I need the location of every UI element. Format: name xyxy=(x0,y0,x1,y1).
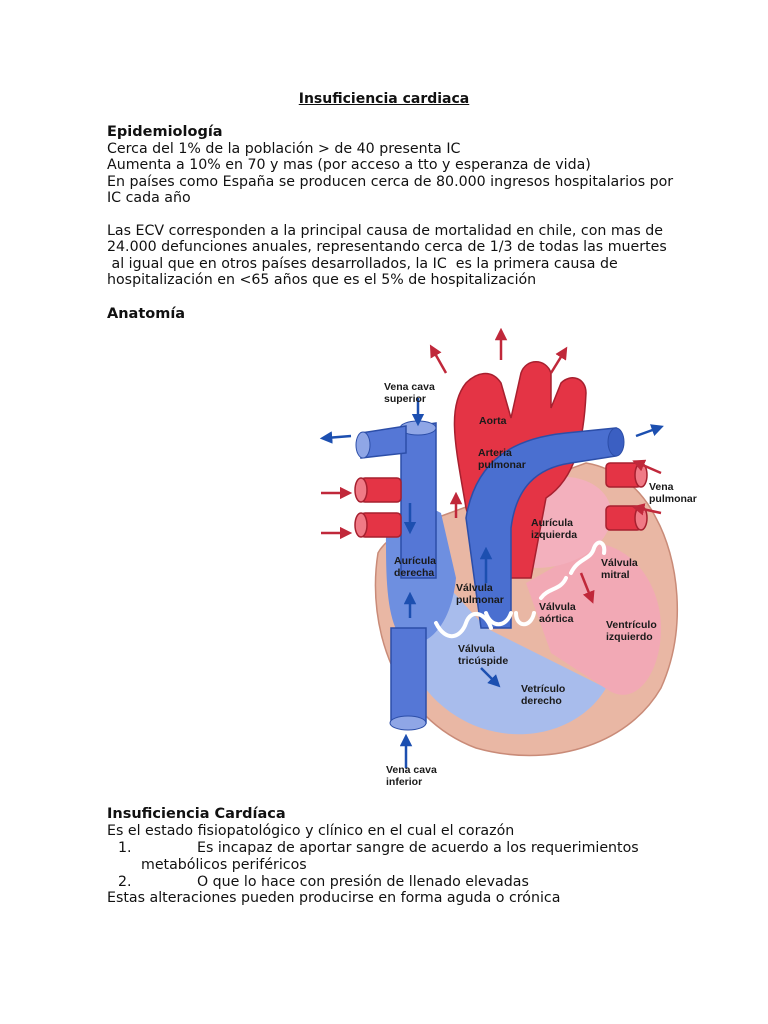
label-aorta: Aorta xyxy=(479,415,507,427)
ic-outro: Estas alteraciones pueden producirse en … xyxy=(107,890,561,906)
label-vena-cava-superior-2: superior xyxy=(384,393,426,405)
heart-illustration: Vena cava superior Aorta Arteria pulmona… xyxy=(319,327,697,788)
label-vena-pulmonar: Vena xyxy=(649,481,674,493)
label-vena-cava-superior: Vena cava xyxy=(384,381,435,393)
text-line: 24.000 defunciones anuales, representand… xyxy=(107,239,667,256)
label-valvula-tricuspide: Válvula xyxy=(458,643,495,655)
epidemiologia-paragraph-1: Cerca del 1% de la población > de 40 pre… xyxy=(107,141,674,206)
label-valvula-tricuspide-2: tricúspide xyxy=(458,655,508,667)
text-line: Las ECV corresponden a la principal caus… xyxy=(107,223,664,239)
inferior-vena-cava xyxy=(390,627,427,724)
list-number-2: 2. xyxy=(118,874,132,890)
section-heading-anatomia: Anatomía xyxy=(107,306,186,322)
label-valvula-aortica: Válvula xyxy=(539,601,576,613)
list-number-1: 1. xyxy=(118,840,132,856)
list-item-1-continuation: metabólicos periféricos xyxy=(141,857,307,873)
text-line: IC cada año xyxy=(107,189,191,206)
text-line: En países como España se producen cerca … xyxy=(107,173,674,190)
pulmonary-veins-right xyxy=(605,462,648,531)
list-item-1-text: Es incapaz de aportar sangre de acuerdo … xyxy=(197,840,639,856)
label-auricula-derecha-2: derecha xyxy=(394,567,434,579)
list-item-2-text: O que lo hace con presión de llenado ele… xyxy=(197,874,529,890)
section-heading-insuficiencia-cardiaca: Insuficiencia Cardíaca xyxy=(107,806,286,822)
label-valvula-mitral-2: mitral xyxy=(601,569,630,581)
label-vena-cava-inferior: Vena cava xyxy=(386,764,437,776)
label-valvula-aortica-2: aórtica xyxy=(539,613,574,625)
flow-arrows-red xyxy=(321,327,662,604)
ic-intro: Es el estado fisiopatológico y clínico e… xyxy=(107,823,515,839)
label-ventriculo-izquierdo-2: izquierdo xyxy=(606,631,653,643)
epidemiologia-paragraph-2: Las ECV corresponden a la principal caus… xyxy=(107,223,667,288)
text-line: hospitalización en <65 años que es el 5%… xyxy=(107,271,537,288)
label-vena-cava-inferior-2: inferior xyxy=(386,776,422,788)
label-arteria-pulmonar-2: pulmonar xyxy=(478,459,526,471)
flow-arrows-blue xyxy=(319,398,664,768)
label-ventriculo-derecho-2: derecho xyxy=(521,695,562,707)
label-auricula-izquierda: Aurícula xyxy=(531,517,573,529)
section-heading-epidemiologia: Epidemiología xyxy=(107,124,223,140)
document-title: Insuficiencia cardiaca xyxy=(298,91,470,107)
label-auricula-izquierda-2: izquierda xyxy=(531,529,577,541)
label-vena-pulmonar-2: pulmonar xyxy=(649,493,697,505)
label-auricula-derecha: Aurícula xyxy=(394,555,436,567)
pulmonary-veins-left xyxy=(354,477,402,538)
label-valvula-mitral: Válvula xyxy=(601,557,638,569)
label-ventriculo-izquierdo: Ventrículo xyxy=(606,619,657,631)
label-valvula-pulmonar-2: pulmonar xyxy=(456,594,504,606)
heart-diagram: Vena cava superior Aorta Arteria pulmona… xyxy=(316,327,706,790)
label-valvula-pulmonar: Válvula xyxy=(456,582,493,594)
valves xyxy=(434,540,607,639)
label-arteria-pulmonar: Arteria xyxy=(478,447,512,459)
left-ventricle xyxy=(526,543,661,695)
label-ventriculo-derecho: Vetrículo xyxy=(521,683,565,695)
text-line: al igual que en otros países desarrollad… xyxy=(107,255,618,272)
text-line: Cerca del 1% de la población > de 40 pre… xyxy=(107,141,461,157)
text-line: Aumenta a 10% en 70 y mas (por acceso a … xyxy=(107,157,591,174)
